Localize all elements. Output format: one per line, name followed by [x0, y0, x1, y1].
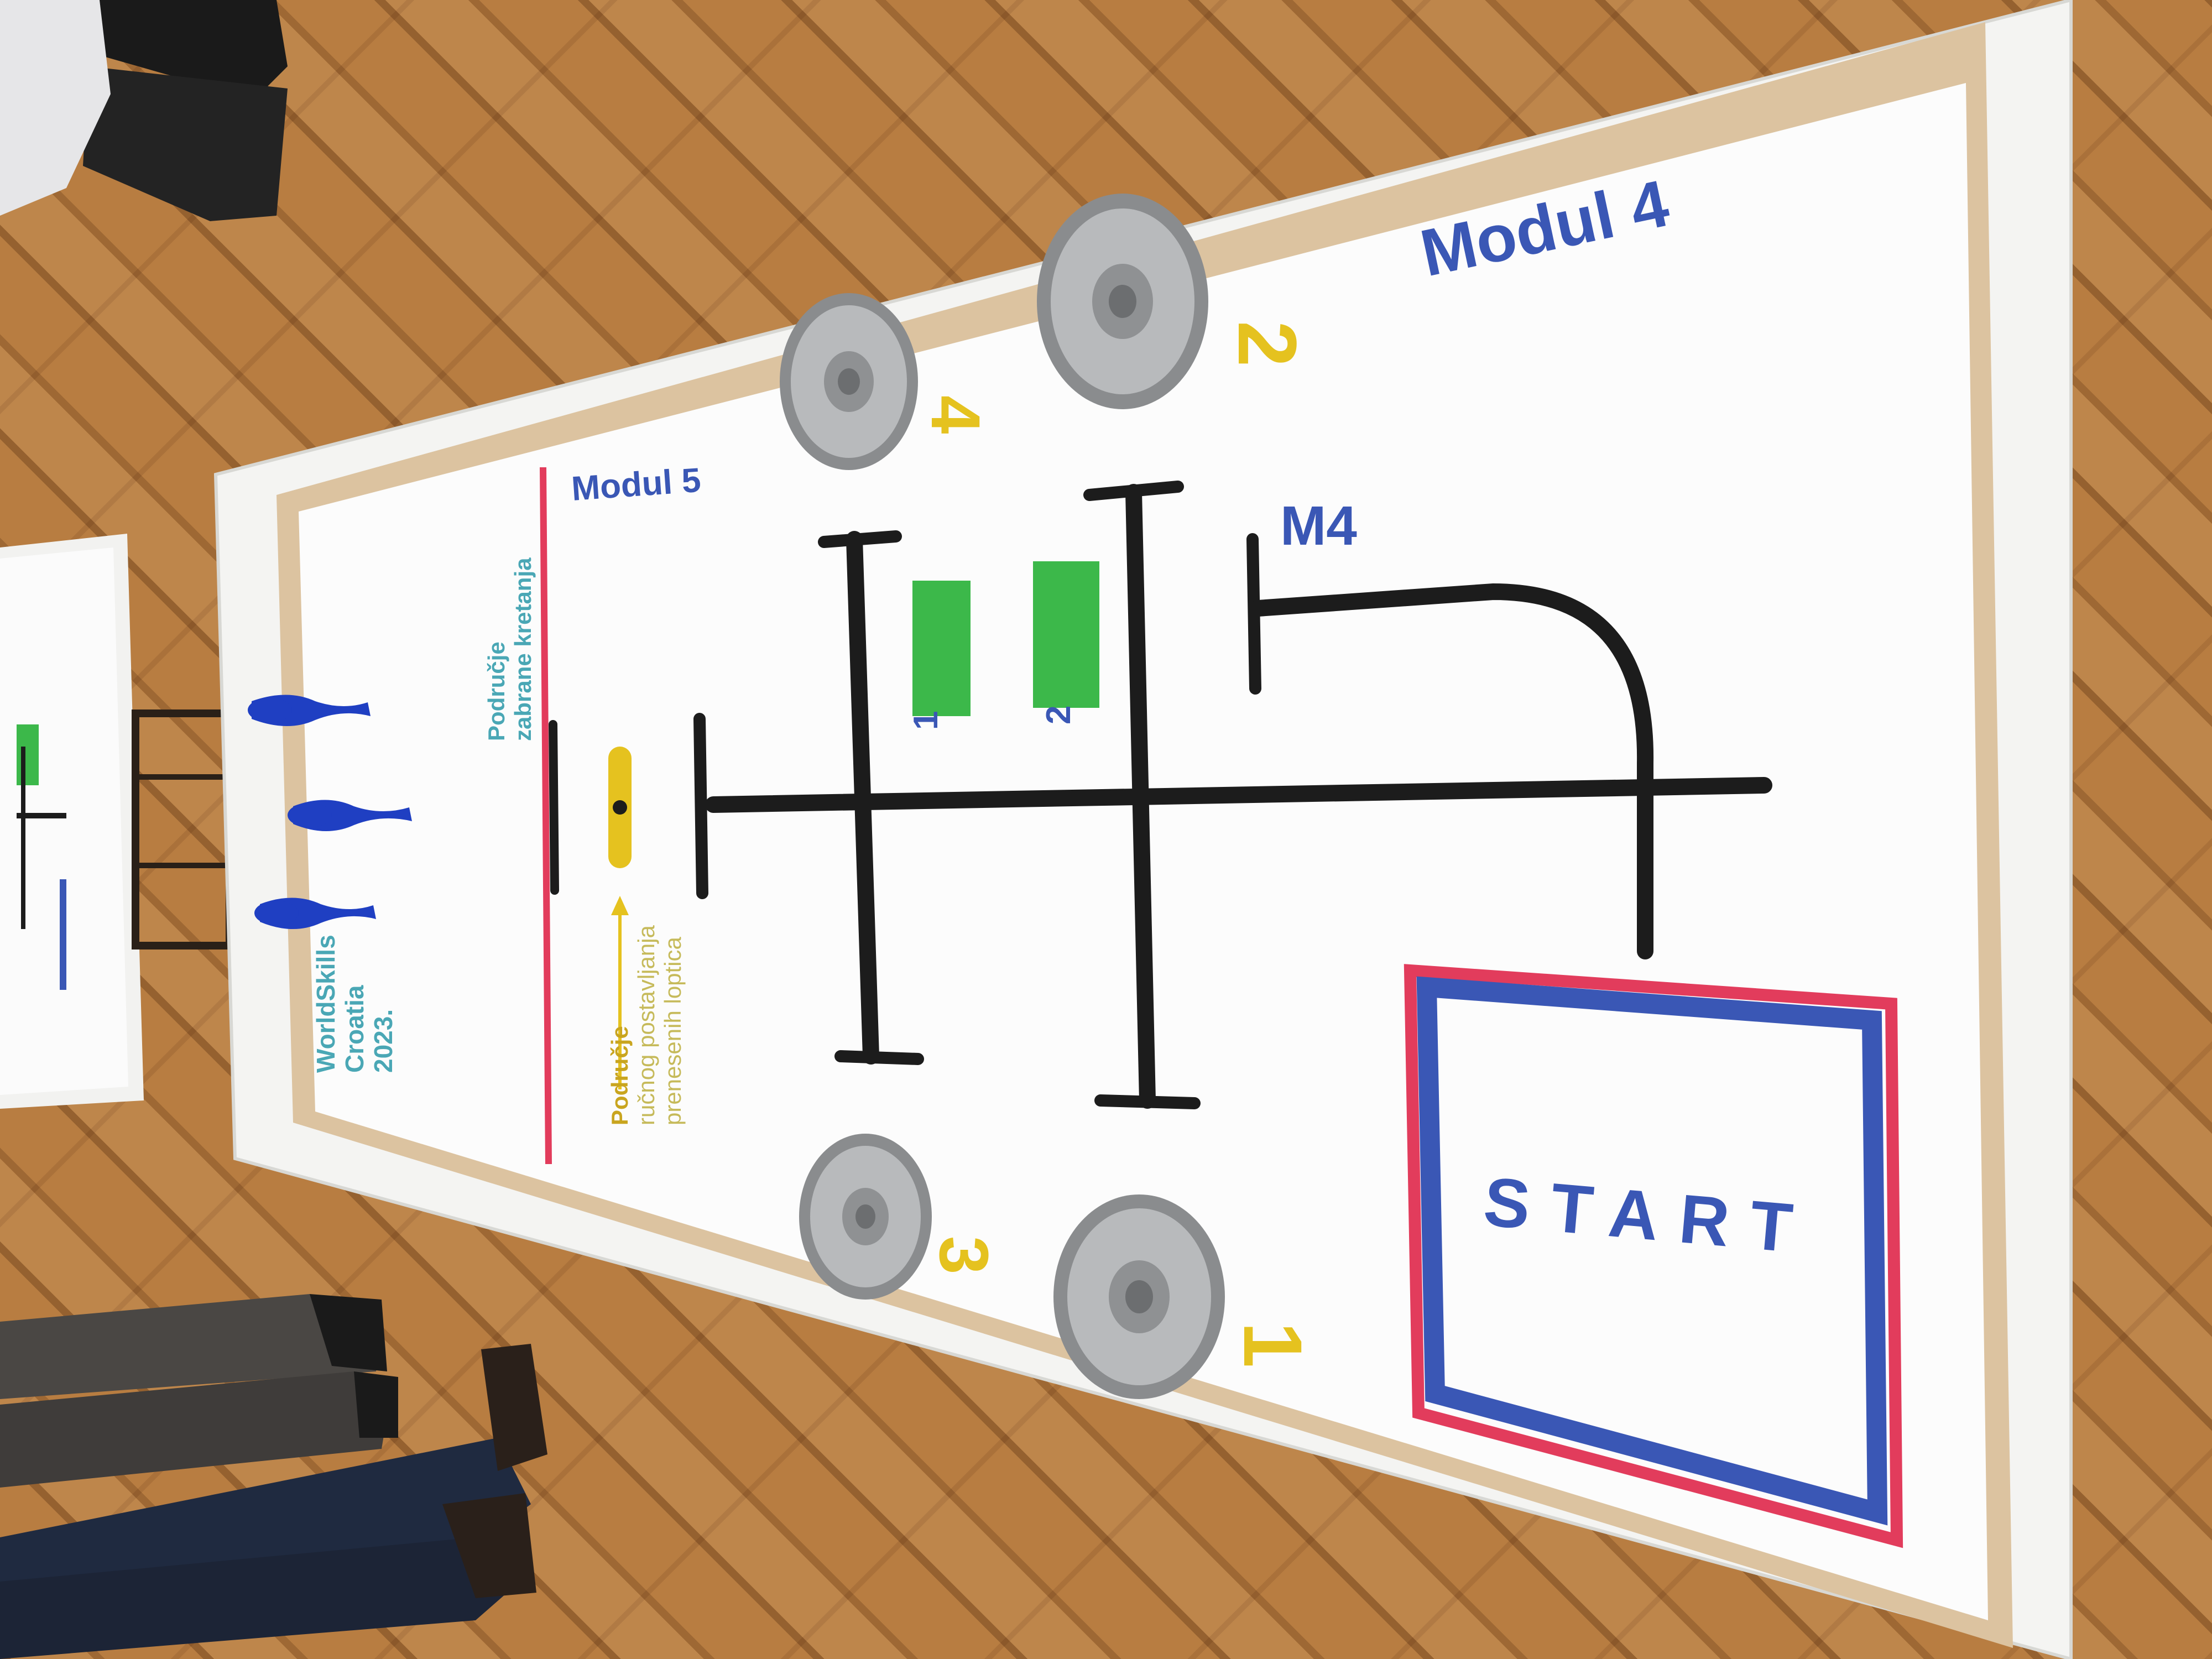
module5-title: Modul 5: [570, 461, 702, 508]
svg-text:zabrane kretanja: zabrane kretanja: [510, 557, 536, 741]
background-stand: [132, 709, 233, 950]
bowling-pins: [248, 695, 412, 930]
wheel-4: [780, 293, 918, 470]
green-box-number-1: 1: [907, 711, 945, 730]
start-box: [1404, 964, 1903, 1548]
green-box-2: [1033, 561, 1099, 708]
wheel-number-4: 4: [917, 395, 994, 434]
forbidden-zone-text: Područje zabrane kretanja: [483, 557, 536, 741]
svg-text:WorldSkills: WorldSkills: [311, 935, 340, 1073]
worldskills-branding: WorldSkills Croatia 2023.: [311, 935, 398, 1073]
wheel-number-3: 3: [925, 1236, 1002, 1275]
wheel-number-2: 2: [1221, 321, 1314, 367]
wheel-number-1: 1: [1227, 1322, 1319, 1368]
green-box-number-2: 2: [1040, 706, 1078, 724]
green-box-1: [912, 581, 971, 716]
wheel-2: [1037, 194, 1208, 409]
people-legs: [0, 0, 547, 1659]
background-table: [0, 534, 144, 1109]
guide-lines: [693, 481, 1772, 1109]
svg-text:prenesenih loptica: prenesenih loptica: [660, 936, 686, 1125]
wheels: [780, 194, 1225, 1399]
svg-text:Područje: Područje: [483, 641, 509, 741]
svg-text:Područje: Područje: [607, 1026, 633, 1125]
forbidden-zone-line: [540, 467, 552, 1165]
svg-text:Croatia: Croatia: [340, 985, 369, 1073]
placement-zone-text: Područje ručnog postavljanja prenesenih …: [607, 925, 686, 1125]
wheel-1: [1053, 1194, 1225, 1399]
svg-text:2023.: 2023.: [369, 1009, 398, 1073]
svg-text:ručnog postavljanja: ručnog postavljanja: [633, 925, 659, 1125]
wheel-3: [799, 1134, 932, 1300]
m4-label: M4: [1280, 495, 1357, 557]
